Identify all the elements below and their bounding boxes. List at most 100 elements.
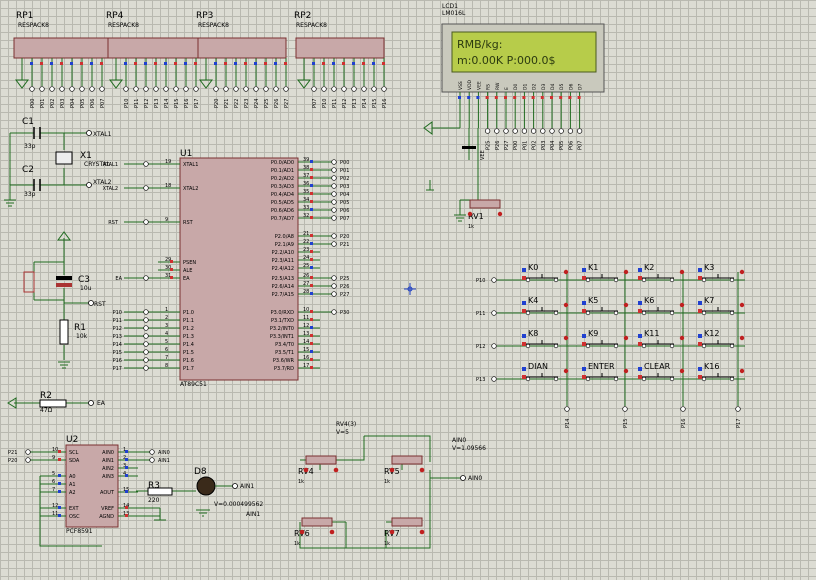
pot-rv5[interactable]: RV51k xyxy=(384,455,425,485)
mcu-terminal-19 xyxy=(143,161,149,167)
key-clear[interactable]: CLEAR xyxy=(638,362,685,382)
key-press-dot[interactable] xyxy=(623,368,629,374)
mcu-pin-num-4: 4 xyxy=(165,331,168,337)
key-press-dot[interactable] xyxy=(679,335,685,341)
key-k1[interactable]: K1 xyxy=(582,263,629,283)
key-press-dot[interactable] xyxy=(679,302,685,308)
key-press-dot[interactable] xyxy=(739,335,745,341)
key-k0[interactable]: K0 xyxy=(522,263,569,283)
key-contact-2 xyxy=(553,310,559,316)
mcu-pin-num-1: 1 xyxy=(165,307,168,313)
mcu-terminal-34 xyxy=(331,199,337,205)
rp3-pin-state-7 xyxy=(264,62,267,65)
rp4-terminal-3 xyxy=(133,86,139,92)
crystal-body xyxy=(55,151,73,165)
key-k11[interactable]: K11 xyxy=(638,329,685,349)
rp1-net-8: P06 xyxy=(90,99,96,108)
resistor-r2[interactable]: R2 47Ω EA xyxy=(7,391,106,414)
key-k16[interactable]: K16 xyxy=(698,362,745,382)
key-press-dot[interactable] xyxy=(563,302,569,308)
key-actuator xyxy=(586,373,618,378)
key-k8[interactable]: K8 xyxy=(522,329,569,349)
mcu-at89c51[interactable]: U1 AT89C51 xyxy=(179,149,299,388)
mcu-pin-num-6: 6 xyxy=(165,347,168,353)
key-dian[interactable]: DIAN xyxy=(522,362,569,382)
reset-button[interactable] xyxy=(23,271,35,293)
adc-pin-state-11 xyxy=(58,514,61,517)
key-press-dot[interactable] xyxy=(623,302,629,308)
resistor-pack-rp3[interactable]: RP3 RESPACK8 xyxy=(196,11,287,59)
key-k4[interactable]: K4 xyxy=(522,296,569,316)
r2-ref: R2 xyxy=(40,391,52,401)
rp2-net-9: P16 xyxy=(382,99,388,108)
key-press-dot[interactable] xyxy=(679,368,685,374)
key-press-dot[interactable] xyxy=(739,269,745,275)
key-press-dot[interactable] xyxy=(623,269,629,275)
key-state-blue xyxy=(522,367,526,371)
pot-dot-right[interactable] xyxy=(329,529,335,535)
key-press-dot[interactable] xyxy=(623,335,629,341)
resistor-pack-rp2[interactable]: RP2 RESPACK8 xyxy=(294,11,385,59)
rp1-common-pin xyxy=(15,58,29,89)
key-k3[interactable]: K3 xyxy=(698,263,745,283)
pot-rv7[interactable]: RV71k xyxy=(384,517,425,547)
adc-pin-name-10: SCL xyxy=(69,450,79,456)
rv1-body[interactable] xyxy=(469,199,501,209)
mcu-pin-name-36: P0.3/AD3 xyxy=(271,184,294,190)
keypad-col-net-2: P16 xyxy=(681,419,687,428)
key-press-dot[interactable] xyxy=(563,335,569,341)
key-label: K3 xyxy=(704,263,714,272)
pot-dot-right[interactable] xyxy=(419,467,425,473)
pot-rv4[interactable]: RV41k xyxy=(298,455,339,485)
key-press-dot[interactable] xyxy=(563,368,569,374)
mcu-net-31: EA xyxy=(115,276,122,282)
key-contact-2 xyxy=(613,376,619,382)
resistor-pack-rp1[interactable]: RP1 RESPACK8 xyxy=(13,11,109,59)
key-k2[interactable]: K2 xyxy=(638,263,685,283)
pot-dot-left[interactable] xyxy=(389,467,395,473)
rp1-terminal-5 xyxy=(59,86,65,92)
lcd-net-10: P03 xyxy=(541,141,547,150)
mcu-net-3: P12 xyxy=(113,326,122,332)
reset-circuit[interactable]: C3 10u R1 10k RST xyxy=(23,231,106,369)
mcu-terminal-6 xyxy=(143,349,149,355)
c1-value: 33p xyxy=(24,143,36,150)
pot-dot-left[interactable] xyxy=(299,529,305,535)
pot-dot-left[interactable] xyxy=(303,467,309,473)
key-contact-1 xyxy=(525,343,531,349)
resistor-pack-rp4[interactable]: RP4 RESPACK8 xyxy=(106,11,199,59)
led-d8[interactable]: D8 AIN1 V=0.000499562 xyxy=(194,467,263,517)
rv1-wiper-dot-1[interactable] xyxy=(467,211,473,217)
key-k12[interactable]: K12 xyxy=(698,329,745,349)
key-enter[interactable]: ENTER xyxy=(582,362,629,382)
crystal-oscillator[interactable]: C1 33p C2 33p X1 CRYSTAL XTAL1 XTAL2 xyxy=(4,117,112,207)
key-actuator xyxy=(642,373,674,378)
lcd-module[interactable]: LCD1 LM016L RMB/kg: m:0.00K P:000.0$ xyxy=(441,3,605,93)
key-press-dot[interactable] xyxy=(679,269,685,275)
pot-dot-left[interactable] xyxy=(389,529,395,535)
adc-pcf8591[interactable]: U2 PCF8591 xyxy=(65,435,119,535)
key-press-dot[interactable] xyxy=(739,302,745,308)
resistor-r3[interactable]: R3 220 xyxy=(136,481,196,504)
key-press-dot[interactable] xyxy=(739,368,745,374)
rp3-terminal-6 xyxy=(253,86,259,92)
key-label: K5 xyxy=(588,296,598,305)
pot-rv6[interactable]: RV61k xyxy=(294,517,335,547)
key-contact-2 xyxy=(729,277,735,283)
key-label: K8 xyxy=(528,329,538,338)
mcu-terminal-4 xyxy=(143,333,149,339)
rv1-wiper-dot-2[interactable] xyxy=(497,211,503,217)
mcu-pin-name-1: P1.0 xyxy=(183,310,194,316)
pot-dot-right[interactable] xyxy=(419,529,425,535)
key-k6[interactable]: K6 xyxy=(638,296,685,316)
lcd-terminal-4 xyxy=(484,128,491,134)
key-press-dot[interactable] xyxy=(563,269,569,275)
rv4-probe-value: V=5 xyxy=(336,429,349,436)
key-k5[interactable]: K5 xyxy=(582,296,629,316)
pot-dot-right[interactable] xyxy=(333,467,339,473)
key-k9[interactable]: K9 xyxy=(582,329,629,349)
rp4-pin-state-6 xyxy=(164,62,167,65)
key-k7[interactable]: K7 xyxy=(698,296,745,316)
mcu-pin-name-19: XTAL1 xyxy=(183,162,198,168)
rp1-ref: RP1 xyxy=(16,11,33,21)
